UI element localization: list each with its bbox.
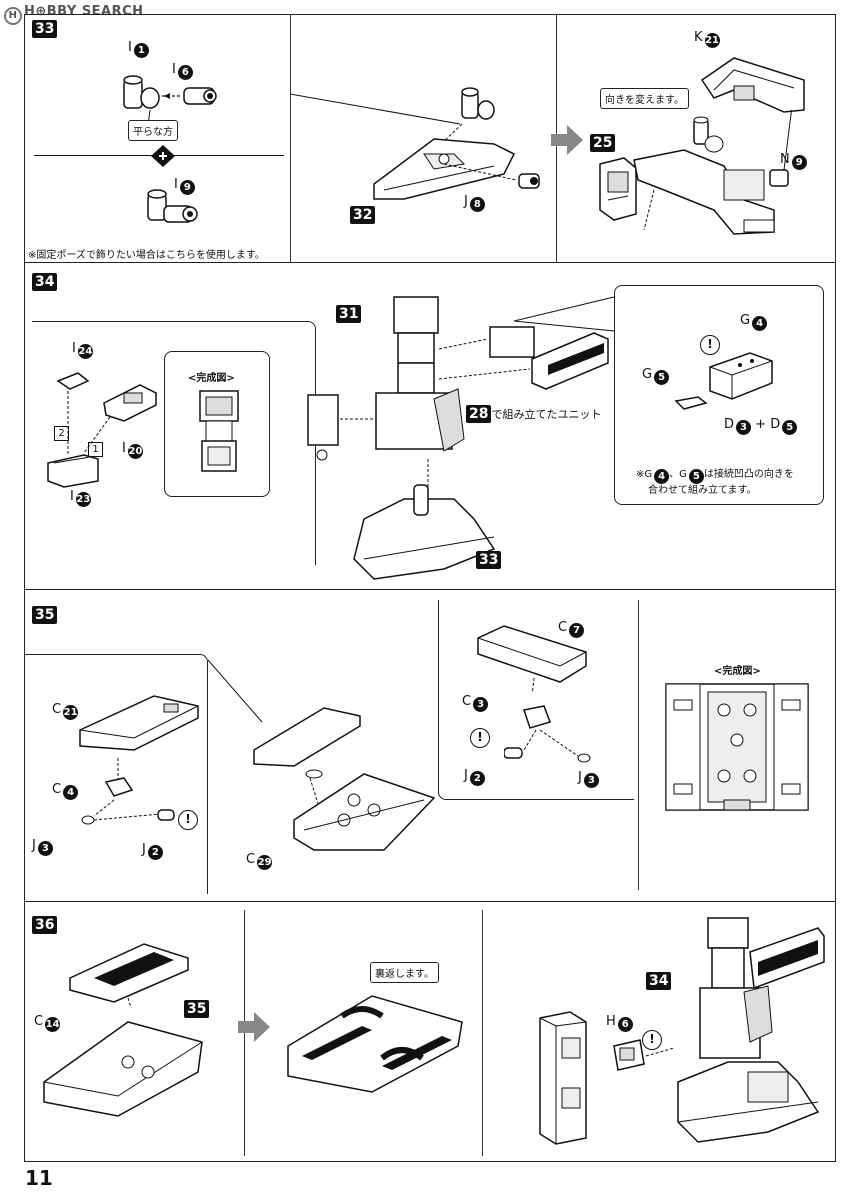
fixed-pose-note: ※固定ポーズで飾りたい場合はこちらを使用します。: [28, 250, 265, 261]
complete-view-drawing: [199, 390, 239, 472]
small-parts-drawing: [47, 372, 157, 488]
assembly-ref-32: 32: [350, 206, 376, 224]
alternative-mark-icon: [151, 145, 175, 167]
leg-assembly-33-drawing: [633, 110, 793, 235]
unit-detail-box: [614, 285, 824, 505]
final-assembly-drawing: [677, 917, 825, 1143]
complete-view-title: <完成図>: [714, 666, 761, 677]
complete-view-title: <完成図>: [188, 373, 235, 384]
next-arrow-icon: [238, 1012, 270, 1042]
divider: [638, 600, 639, 890]
page-number: 11: [25, 1166, 53, 1190]
complete-view-box: [164, 351, 270, 497]
cover-part-k21-drawing: [700, 57, 805, 113]
caution-icon: !: [642, 1028, 662, 1050]
page-frame: [24, 14, 836, 1162]
turn-direction-callout: 向きを変えます。: [600, 88, 689, 109]
joint-part-drawing: [123, 75, 217, 127]
complete-view-drawing: [665, 683, 809, 811]
box-unit-drawing: [709, 352, 773, 400]
plate-c21-drawing: [79, 695, 199, 751]
divider: [482, 910, 483, 1156]
frame-c14-drawing: [69, 943, 189, 1008]
small-cap-drawing: [674, 396, 708, 410]
caution-icon: !: [178, 808, 198, 830]
flipped-plate-drawing: [287, 995, 463, 1093]
assembly-ref-33: 33: [476, 551, 502, 569]
assembly-ref-31: 31: [336, 305, 362, 323]
base-plate-assembly-drawing: [253, 707, 436, 851]
callout-lines: [208, 659, 263, 723]
step-number: 33: [32, 20, 58, 38]
assembly-ref-34: 34: [646, 972, 672, 990]
next-arrow-icon: [551, 125, 583, 155]
sub-assembly-box: [24, 654, 208, 894]
assembly-ref-25: 25: [590, 134, 616, 152]
flat-side-callout: 平らな方: [128, 120, 178, 141]
callout-lines: [514, 296, 615, 332]
callout-lines: [290, 93, 461, 125]
step-number: 35: [32, 606, 58, 624]
connection-note-2: 合わせて組み立てます。: [648, 485, 757, 496]
assembly-order: 1: [88, 441, 103, 457]
caution-icon: !: [470, 726, 490, 748]
flip-callout: 裏返します。: [370, 962, 439, 983]
assembly-order: 2: [54, 425, 69, 441]
caution-icon: !: [700, 333, 720, 355]
armor-part-25-drawing: [599, 157, 637, 221]
arm-assembly-drawing: [307, 296, 535, 580]
joint-assembly-drawing: [81, 758, 175, 825]
unit-28-drawing: [531, 332, 609, 390]
side-armor-drawing: [539, 1011, 587, 1145]
step-number: 34: [32, 273, 58, 291]
fixed-joint-drawing: [147, 189, 198, 223]
step-number: 36: [32, 916, 58, 934]
leg-base-assembly-drawing: [373, 87, 540, 200]
sub-assembly-box: [438, 600, 634, 800]
plate-c7-drawing: [477, 625, 587, 692]
divider: [290, 14, 291, 262]
assembly-ref-35: 35: [184, 1000, 210, 1018]
joint-c3-drawing: [504, 705, 591, 763]
base-plate-35-drawing: [43, 1021, 203, 1117]
connector-h6-drawing: [613, 1039, 675, 1071]
